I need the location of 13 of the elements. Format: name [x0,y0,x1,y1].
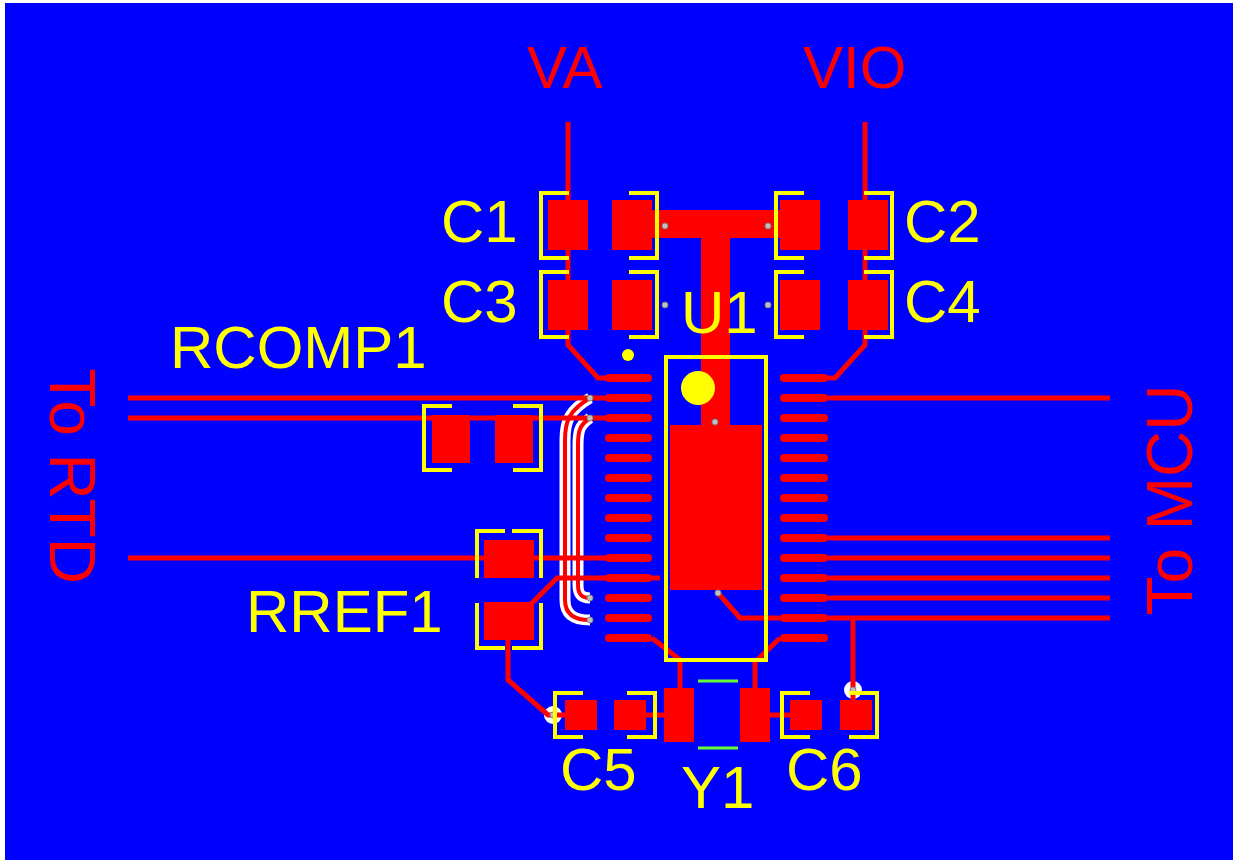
silkscreen-label: C6 [786,740,863,800]
silkscreen-label: C5 [560,740,637,800]
silkscreen-label: C3 [441,272,518,332]
net-label: VIO [803,38,907,98]
net-label: To MCU [1138,384,1202,616]
silkscreen-label: RREF1 [246,582,443,642]
silkscreen-label: Y1 [681,758,755,818]
silkscreen-label: C1 [441,192,518,252]
silkscreen-label: C2 [904,192,981,252]
net-label: VA [527,38,603,98]
net-label: To RTD [40,368,104,584]
silkscreen-label: RCOMP1 [170,318,427,378]
silkscreen-label: C4 [904,272,981,332]
